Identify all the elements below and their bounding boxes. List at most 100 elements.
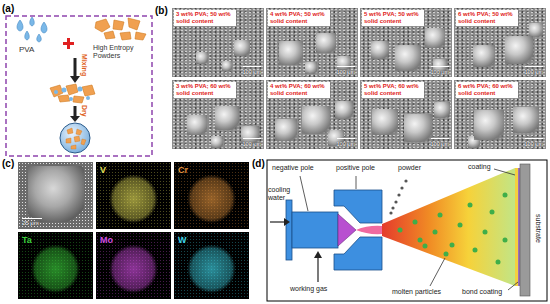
hea-powders — [113, 20, 124, 30]
eds-map: V — [96, 162, 171, 229]
step-label: Mixing — [80, 54, 88, 76]
mixture — [50, 84, 95, 103]
flow-arrows — [270, 218, 322, 282]
molten-particles — [473, 248, 478, 253]
leader-lines — [494, 169, 515, 175]
sem-micrograph: 3 wt% PVA; 60 wt% solid content 100 μm — [172, 80, 264, 149]
scale-bar — [525, 138, 543, 140]
molten-particles — [503, 238, 508, 243]
hea-powders — [128, 18, 140, 30]
substrate-plate — [520, 164, 530, 296]
panel-letter: (b) — [155, 5, 168, 17]
molten-particles — [398, 193, 508, 265]
molten-particles — [413, 220, 418, 225]
leader-lines — [300, 169, 518, 290]
granule-sphere — [81, 139, 86, 145]
molten-particles — [450, 243, 455, 248]
powder-stream — [391, 206, 394, 209]
pva-droplets — [30, 17, 35, 26]
scale-bar — [337, 138, 355, 140]
powder-stream — [400, 186, 403, 189]
mixture — [66, 84, 78, 95]
scale-text: 100 μm — [525, 69, 543, 75]
flow-arrows — [317, 258, 318, 282]
powder-stream — [394, 200, 397, 203]
molten-particles — [458, 223, 463, 228]
step-label: Dry — [80, 105, 88, 117]
scale-text: 100 μm — [243, 141, 261, 147]
granule-sphere — [74, 136, 80, 142]
scale-bar — [337, 66, 355, 68]
element-label: W — [178, 235, 187, 245]
panel-letter: (a) — [2, 3, 14, 15]
molten-particles — [483, 230, 488, 235]
mixture — [54, 87, 90, 102]
leader-lines — [356, 176, 357, 189]
mixture — [69, 97, 73, 101]
eds-map: Mo — [96, 232, 171, 299]
flow-arrows — [314, 251, 322, 258]
panel-letter: (d) — [252, 158, 265, 170]
sem-granule-image: 25 μm — [18, 162, 93, 229]
condition-label: 3 wt% PVA; 50 wt% solid content — [174, 10, 236, 26]
eds-map: W — [174, 232, 249, 299]
part-label: molten particles — [392, 288, 441, 296]
granule-sphere — [76, 129, 82, 135]
hea-powders — [95, 19, 110, 32]
part-label: cooling water — [268, 186, 294, 202]
leader-lines — [508, 282, 518, 290]
scale-text: 100 μm — [337, 69, 355, 75]
molten-particles — [433, 230, 438, 235]
granule-sphere — [60, 123, 90, 153]
condition-label: 4 wt% PVA; 50 wt% solid content — [268, 10, 330, 26]
sem-micrograph: 4 wt% PVA; 50 wt% solid content 100 μm — [266, 8, 358, 77]
molten-particles — [418, 238, 423, 243]
part-label: bond coating — [462, 288, 502, 296]
process-arrows — [70, 76, 80, 83]
part-label: powder — [398, 164, 421, 172]
panel-d-art — [267, 160, 547, 301]
scale-bar — [243, 138, 261, 140]
eds-map: Cr — [174, 162, 249, 229]
molten-particles — [496, 260, 501, 265]
scale-text: 100 μm — [243, 69, 261, 75]
pva-droplets — [37, 34, 42, 42]
arc — [356, 226, 382, 234]
condition-label: 6 wt% PVA; 60 wt% solid content — [456, 82, 518, 98]
molten-particles — [468, 203, 473, 208]
leader-lines — [300, 176, 308, 211]
scale-text: 100 μm — [431, 69, 449, 75]
hea-powders — [135, 32, 146, 40]
mixture — [62, 88, 67, 93]
molten-particles — [503, 193, 508, 198]
element-label: V — [100, 165, 106, 175]
mixture — [50, 84, 95, 103]
process-arrows — [74, 58, 77, 76]
pva-droplets — [17, 20, 23, 31]
hea-powders — [120, 32, 131, 40]
molten-particles — [490, 210, 495, 215]
condition-label: 3 wt% PVA; 60 wt% solid content — [174, 82, 236, 98]
mixture — [78, 87, 83, 92]
molten-particles — [438, 213, 443, 218]
condition-label: 6 wt% PVA; 50 wt% solid content — [456, 10, 518, 26]
plus-sign — [67, 38, 70, 49]
scale-text: 100 μm — [431, 141, 449, 147]
scale-bar — [243, 66, 261, 68]
material-label: PVA — [19, 45, 34, 54]
granule-sphere — [66, 138, 71, 143]
mixture — [73, 96, 84, 103]
condition-label: 5 wt% PVA; 60 wt% solid content — [362, 82, 424, 98]
panel-frame — [267, 160, 547, 301]
part-label: negative pole — [272, 164, 314, 172]
condition-label: 4 wt% PVA; 60 wt% solid content — [268, 82, 330, 98]
powder-stream — [389, 179, 407, 214]
granule-sphere — [66, 128, 86, 149]
pva-droplets — [41, 22, 47, 33]
sem-micrograph: 4 wt% PVA; 60 wt% solid content100 μm — [266, 80, 358, 149]
molten-particles — [444, 252, 449, 257]
pva-droplets — [25, 31, 30, 40]
powder-stream — [404, 179, 407, 182]
mixture — [58, 95, 70, 102]
flow-arrows — [284, 218, 290, 226]
